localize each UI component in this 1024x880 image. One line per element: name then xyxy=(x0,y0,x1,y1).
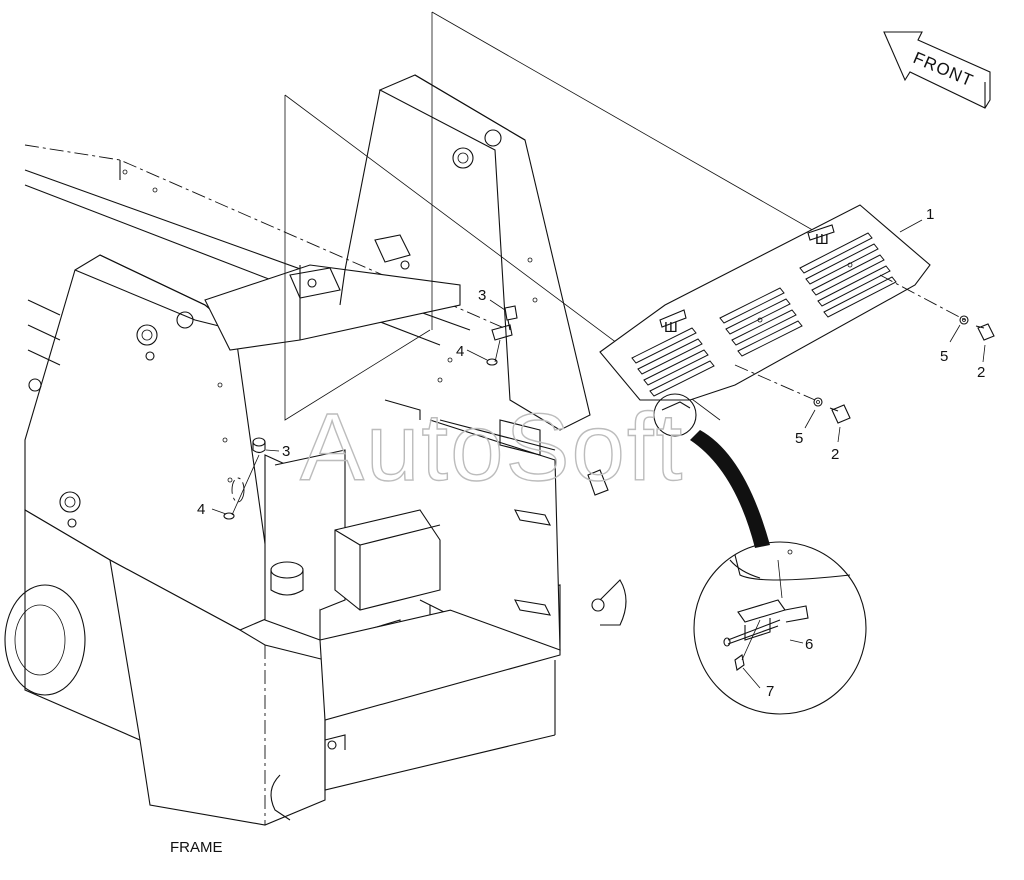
callout-6: 6 xyxy=(805,636,813,653)
callout-1: 1 xyxy=(926,206,934,223)
front-direction-arrow: FRONT xyxy=(883,31,991,109)
engine-cover-panel: Ш Ш xyxy=(599,204,966,401)
callout-2: 2 xyxy=(977,364,985,381)
vent-slots-right xyxy=(799,232,897,318)
watermark: AutoSoft xyxy=(300,394,684,501)
vent-slots-left xyxy=(631,327,715,397)
callout-labels: 1 2 2 3 3 4 4 5 5 6 7 xyxy=(197,206,985,700)
fasteners xyxy=(223,305,995,520)
vent-slots-middle xyxy=(719,287,803,357)
callout-3: 3 xyxy=(478,287,486,304)
callout-2: 2 xyxy=(831,446,839,463)
hinge-mark: Ш xyxy=(815,231,829,248)
callout-7: 7 xyxy=(766,683,774,700)
detail-view xyxy=(653,393,867,715)
frame-assembly xyxy=(4,74,627,826)
callout-4: 4 xyxy=(456,343,464,360)
hinge-mark: Ш xyxy=(664,319,678,336)
frame-caption: FRAME xyxy=(170,839,223,856)
callout-3: 3 xyxy=(282,443,290,460)
callout-5: 5 xyxy=(795,430,803,447)
callout-5: 5 xyxy=(940,348,948,365)
callout-4: 4 xyxy=(197,501,205,518)
leader-lines xyxy=(211,219,986,689)
